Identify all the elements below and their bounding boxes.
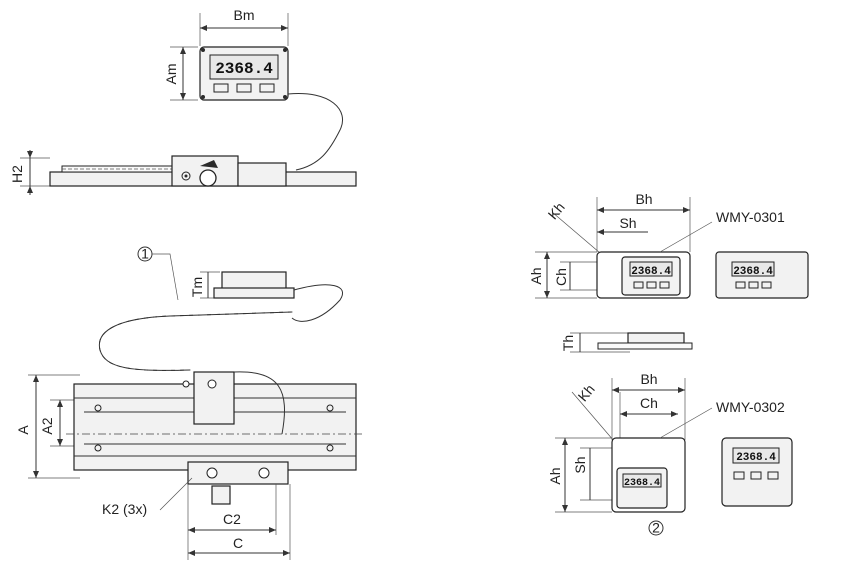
wmy-0301-views: Bh Sh Kh Ah Ch 2368.4 WMY-0301 2368.4 <box>528 191 809 353</box>
dim-bm: Bm <box>234 7 255 23</box>
clamp-knob <box>199 169 217 187</box>
dim-am: Am <box>163 64 179 85</box>
lcd-reading-0302b: 2368.4 <box>736 452 776 464</box>
wmy-0302-views: Bh Ch Kh Ah Sh 2368.4 WMY-0302 2368.4 2 <box>547 371 793 536</box>
dim-c: C <box>233 535 243 551</box>
dim-ch-upper: Ch <box>553 268 569 286</box>
lcd-reading: 2368.4 <box>215 60 273 78</box>
dim-a2: A2 <box>39 417 55 434</box>
callout-2: 2 <box>652 520 660 536</box>
dim-sh-upper: Sh <box>619 215 636 231</box>
top-view-assembly: 1 Tm A A2 <box>15 246 364 560</box>
lcd-reading-0302a: 2368.4 <box>624 478 660 489</box>
display-top <box>221 271 287 291</box>
cable-chain <box>98 311 293 371</box>
lcd-screen <box>209 54 279 80</box>
label-k2: K2 (3x) <box>102 501 147 517</box>
dim-ah-lower: Ah <box>547 467 563 484</box>
lcd-reading-0301a: 2368.4 <box>631 266 671 278</box>
dim-c2: C2 <box>223 511 241 527</box>
dim-h2: H2 <box>9 165 25 183</box>
dim-ah-upper: Ah <box>528 267 544 284</box>
dim-kh-lower: Kh <box>575 381 598 404</box>
dim-kh-upper: Kh <box>545 199 568 222</box>
dim-ch-lower: Ch <box>640 395 658 411</box>
dim-sh-lower: Sh <box>572 456 588 473</box>
side-view-assembly: Bm Am 2368.4 H2 <box>9 7 357 195</box>
model-wmy-0302: WMY-0302 <box>716 399 785 415</box>
dim-a: A <box>15 425 31 435</box>
lcd-reading-0301b: 2368.4 <box>733 266 773 278</box>
dim-bh-lower: Bh <box>640 371 657 387</box>
display-0301-side <box>627 332 685 344</box>
dim-tm: Tm <box>189 277 205 297</box>
dim-bh-upper: Bh <box>635 191 652 207</box>
model-wmy-0301: WMY-0301 <box>716 209 785 225</box>
dim-th: Th <box>560 335 576 351</box>
slider-carriage <box>193 371 235 425</box>
callout-1: 1 <box>141 246 149 262</box>
